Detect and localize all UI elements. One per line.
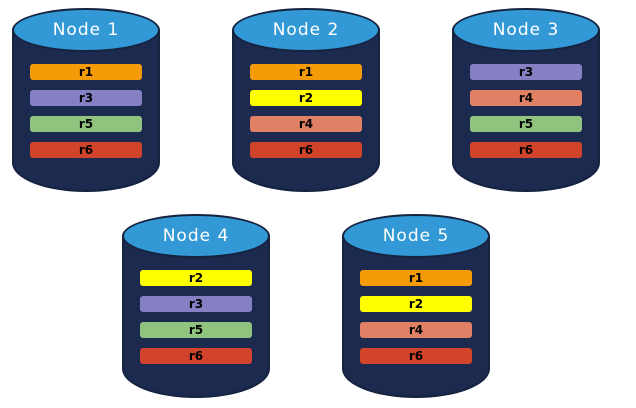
cylinder-top-icon bbox=[342, 214, 490, 258]
replica-bar-r5[interactable]: r5 bbox=[469, 116, 583, 132]
replica-bar-r1[interactable]: r1 bbox=[359, 270, 473, 286]
node-1[interactable]: Node 1 r1 r3 r5 r6 bbox=[12, 8, 160, 192]
cylinder-top-icon bbox=[12, 8, 160, 52]
replica-bar-r3[interactable]: r3 bbox=[29, 90, 143, 106]
replica-bar-r5[interactable]: r5 bbox=[139, 322, 253, 338]
node-2[interactable]: Node 2 r1 r2 r4 r6 bbox=[232, 8, 380, 192]
cylinder-top-icon bbox=[122, 214, 270, 258]
replica-bar-r2[interactable]: r2 bbox=[359, 296, 473, 312]
cylinder-body bbox=[12, 30, 160, 192]
replica-list: r1 r2 r4 r6 bbox=[232, 64, 380, 158]
replica-bar-r6[interactable]: r6 bbox=[359, 348, 473, 364]
replica-bar-r6[interactable]: r6 bbox=[249, 142, 363, 158]
node-label: Node 3 bbox=[492, 20, 560, 40]
replica-list: r3 r4 r5 r6 bbox=[452, 64, 600, 158]
cylinder-top-icon bbox=[452, 8, 600, 52]
node-4[interactable]: Node 4 r2 r3 r5 r6 bbox=[122, 214, 270, 398]
replica-bar-r4[interactable]: r4 bbox=[469, 90, 583, 106]
node-label: Node 5 bbox=[382, 226, 450, 246]
replica-bar-r4[interactable]: r4 bbox=[359, 322, 473, 338]
cylinder-body bbox=[452, 30, 600, 192]
cylinder-top-icon bbox=[232, 8, 380, 52]
replica-list: r2 r3 r5 r6 bbox=[122, 270, 270, 364]
node-label: Node 1 bbox=[52, 20, 120, 40]
node-label: Node 4 bbox=[162, 226, 230, 246]
node-3[interactable]: Node 3 r3 r4 r5 r6 bbox=[452, 8, 600, 192]
node-label: Node 2 bbox=[272, 20, 340, 40]
replica-bar-r5[interactable]: r5 bbox=[29, 116, 143, 132]
replica-bar-r1[interactable]: r1 bbox=[29, 64, 143, 80]
replica-bar-r1[interactable]: r1 bbox=[249, 64, 363, 80]
replica-bar-r6[interactable]: r6 bbox=[469, 142, 583, 158]
replica-bar-r2[interactable]: r2 bbox=[139, 270, 253, 286]
replica-bar-r4[interactable]: r4 bbox=[249, 116, 363, 132]
replica-bar-r3[interactable]: r3 bbox=[139, 296, 253, 312]
replica-list: r1 r3 r5 r6 bbox=[12, 64, 160, 158]
cylinder-body bbox=[342, 236, 490, 398]
cylinder-body bbox=[232, 30, 380, 192]
replica-bar-r2[interactable]: r2 bbox=[249, 90, 363, 106]
replica-list: r1 r2 r4 r6 bbox=[342, 270, 490, 364]
cylinder-body bbox=[122, 236, 270, 398]
replica-bar-r6[interactable]: r6 bbox=[29, 142, 143, 158]
node-5[interactable]: Node 5 r1 r2 r4 r6 bbox=[342, 214, 490, 398]
replica-bar-r3[interactable]: r3 bbox=[469, 64, 583, 80]
replica-bar-r6[interactable]: r6 bbox=[139, 348, 253, 364]
